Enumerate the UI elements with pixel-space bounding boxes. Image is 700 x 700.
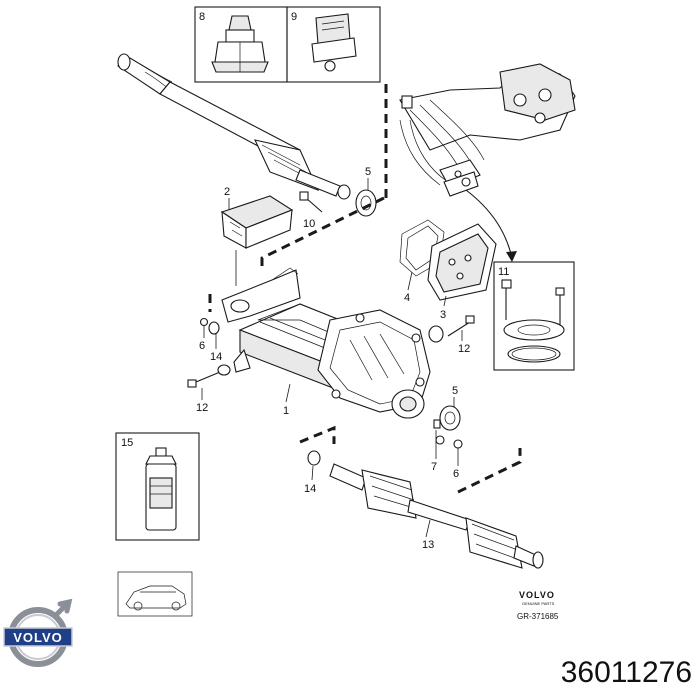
part-3-cover: 3 bbox=[427, 223, 497, 321]
volvo-logo: VOLVO bbox=[3, 598, 73, 667]
callout-15: 15 bbox=[121, 437, 133, 449]
left-fasteners: 6 14 12 bbox=[187, 317, 231, 414]
inset-box-15: 15 bbox=[115, 432, 200, 541]
valve-block-harness bbox=[399, 63, 576, 197]
callout-2: 2 bbox=[224, 186, 230, 198]
logo-text: VOLVO bbox=[13, 630, 63, 645]
lower-seal-group: 5 7 6 bbox=[431, 385, 463, 480]
diagram-brand-sub: GENUINE PARTS bbox=[522, 601, 555, 606]
part-number: 36011276 bbox=[560, 656, 692, 689]
callout-14-lower: 14 bbox=[304, 483, 316, 495]
callout-4: 4 bbox=[404, 292, 410, 304]
vehicle-thumbnail bbox=[117, 571, 193, 617]
part-2-sensor: 2 bbox=[220, 186, 294, 249]
right-fasteners-upper: 12 bbox=[428, 315, 475, 355]
part-10-bolt: 10 bbox=[299, 191, 323, 230]
inset-box-9: 9 bbox=[286, 6, 381, 83]
callout-8: 8 bbox=[199, 11, 205, 23]
callout-14-left: 14 bbox=[210, 351, 222, 363]
callout-13: 13 bbox=[422, 539, 434, 551]
callout-12-left: 12 bbox=[196, 402, 208, 414]
callout-7: 7 bbox=[431, 461, 437, 473]
part-1-actuator-assembly: 1 bbox=[221, 267, 431, 419]
callout-5-lower: 5 bbox=[452, 385, 458, 397]
callout-1: 1 bbox=[283, 405, 289, 417]
callout-12-right: 12 bbox=[458, 343, 470, 355]
lower-drive-shaft: 14 13 bbox=[304, 450, 544, 569]
upper-drive-shaft: 5 bbox=[117, 53, 377, 217]
callout-10: 10 bbox=[303, 218, 315, 230]
callout-5-upper: 5 bbox=[365, 166, 371, 178]
inset-box-11: 11 bbox=[493, 261, 575, 371]
logo-bar bbox=[3, 627, 73, 647]
callout-3: 3 bbox=[440, 309, 446, 321]
callout-9: 9 bbox=[291, 11, 297, 23]
inset-box-8: 8 bbox=[194, 6, 288, 83]
diagram-brand: VOLVO bbox=[519, 590, 555, 600]
diagram-reference: GR-371685 bbox=[517, 612, 559, 621]
callout-11: 11 bbox=[498, 266, 509, 278]
callout-6-left: 6 bbox=[199, 340, 205, 352]
diagram-brand-mark: VOLVO GENUINE PARTS GR-371685 bbox=[517, 590, 559, 621]
callout-6-right: 6 bbox=[453, 468, 459, 480]
